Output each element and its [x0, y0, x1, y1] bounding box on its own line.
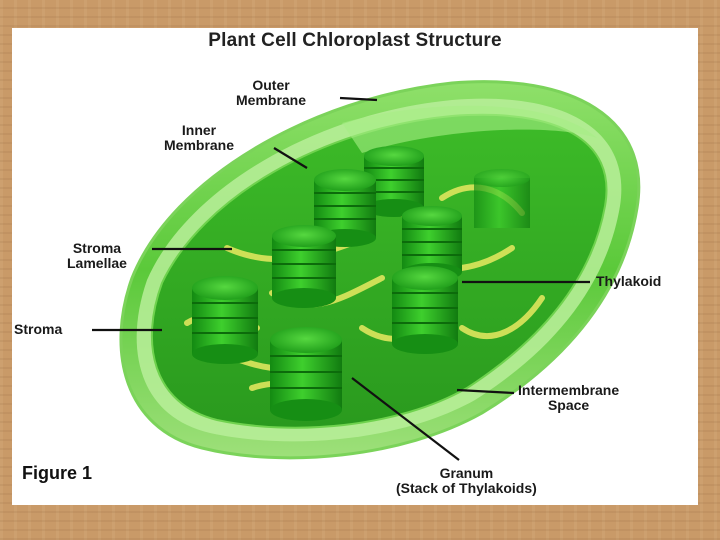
leader-granum	[351, 377, 460, 461]
label-granum: Granum (Stack of Thylakoids)	[396, 465, 537, 496]
leader-lines	[92, 96, 590, 461]
chloroplast-diagram	[92, 80, 641, 461]
label-thylakoid: Thylakoid	[596, 273, 662, 289]
label-outer-membrane: Outer Membrane	[236, 77, 307, 108]
granum	[364, 146, 424, 217]
slide-frame: Plant Cell Chloroplast Structure Outer M…	[12, 28, 698, 505]
label-stroma: Stroma	[14, 321, 63, 337]
leader-inner-membrane	[273, 147, 308, 169]
grana	[192, 146, 530, 421]
granum	[402, 206, 462, 281]
leader-outer-membrane	[339, 96, 378, 102]
label-inner-membrane: Inner Membrane	[164, 122, 235, 153]
granum	[192, 276, 258, 364]
label-intermembrane-space: Intermembrane Space	[518, 382, 620, 413]
diagram-title: Plant Cell Chloroplast Structure	[208, 30, 502, 51]
granum	[392, 266, 458, 354]
granum	[272, 225, 336, 308]
granum	[474, 169, 530, 228]
label-stroma-lamellae: Stroma Lamellae	[67, 240, 127, 271]
granum	[270, 327, 342, 421]
leader-intermembrane-space	[456, 388, 515, 395]
figure-label: Figure 1	[22, 463, 93, 483]
